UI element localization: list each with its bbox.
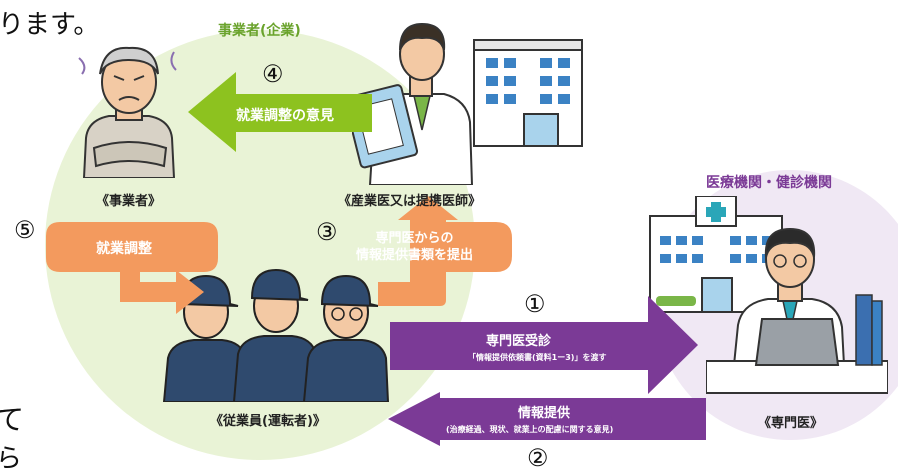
step1-number: ① bbox=[524, 290, 546, 318]
step3-number: ③ bbox=[316, 218, 338, 246]
step5-number: ⑤ bbox=[14, 216, 36, 244]
text-fragment-top: ります。 bbox=[0, 10, 100, 40]
medical-header: 医療機関・健診機関 bbox=[706, 175, 832, 191]
employer-header: 事業者(企業) bbox=[218, 23, 301, 39]
occupational-doctor-label: 《産業医又は提携医師》 bbox=[338, 194, 482, 209]
step3-label-line2: 情報提供書類を提出 bbox=[356, 248, 474, 263]
step3-label-line1: 専門医からの bbox=[375, 231, 454, 246]
specialist-doctor-laptop-icon bbox=[706, 227, 888, 394]
step1-sublabel: 「情報提供依頼書(資料1ー3)」を渡す bbox=[468, 353, 607, 362]
doctor-with-clipboard-icon bbox=[352, 22, 474, 185]
step2-number: ② bbox=[527, 444, 549, 472]
step1-arrow bbox=[390, 296, 698, 394]
text-fragment-bottom-1: て bbox=[0, 403, 25, 436]
step2-arrow bbox=[388, 392, 706, 446]
step5-arrow bbox=[46, 222, 218, 314]
text-fragment-bottom-2: ら bbox=[0, 444, 23, 474]
worried-employer-person-icon bbox=[78, 46, 177, 178]
step2-label: 情報提供 bbox=[518, 406, 571, 421]
employer-label: 《事業者》 bbox=[96, 194, 162, 209]
hospital-building-icon bbox=[649, 196, 783, 313]
step4-arrow bbox=[188, 72, 372, 152]
employees-label: 《従業員(運転者)》 bbox=[210, 414, 326, 429]
employees-group-icon bbox=[162, 268, 390, 402]
company-building-icon bbox=[473, 39, 583, 147]
step5-label: 就業調整 bbox=[96, 241, 152, 257]
step3-label: 専門医からの 情報提供書類を提出 bbox=[356, 230, 473, 264]
step3-arrow bbox=[378, 196, 512, 306]
step1-label: 専門医受診 bbox=[486, 334, 552, 349]
specialist-label: 《専門医》 bbox=[758, 416, 824, 431]
step2-sublabel: (治療経過、現状、就業上の配慮に関する意見) bbox=[446, 425, 614, 434]
step4-number: ④ bbox=[262, 60, 284, 88]
step4-label: 就業調整の意見 bbox=[236, 108, 334, 124]
